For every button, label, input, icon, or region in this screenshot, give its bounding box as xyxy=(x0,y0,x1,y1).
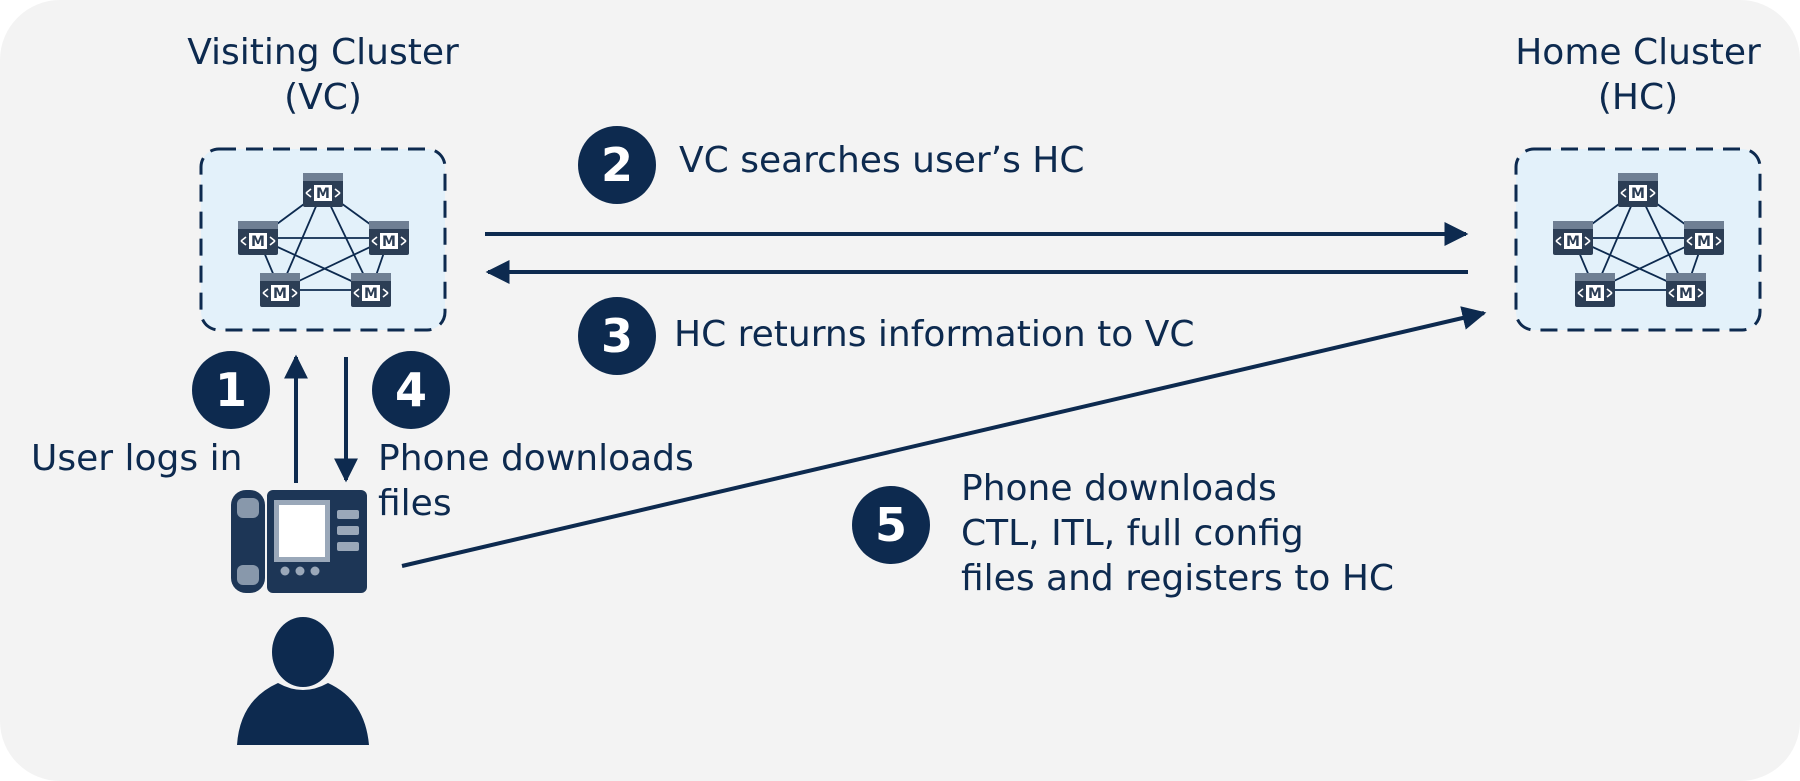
visiting-cluster-title-line1: Visiting Cluster xyxy=(187,32,459,73)
arrow-phone-to-hc xyxy=(401,306,1487,568)
cluster-server-icon xyxy=(1683,220,1725,256)
step-1-label: User logs in xyxy=(31,436,242,481)
home-cluster-box xyxy=(1514,147,1762,332)
step-1-text: User logs in xyxy=(31,438,243,479)
home-cluster-title-line2: (HC) xyxy=(1597,77,1679,118)
step-5-badge: 5 xyxy=(852,486,930,564)
cluster-server-icon xyxy=(1552,220,1594,256)
step-2-label: VC searches user’s HC xyxy=(679,138,1085,183)
step-1-badge: 1 xyxy=(192,351,270,429)
cluster-server-icon xyxy=(302,172,344,208)
step-2-text: VC searches user’s HC xyxy=(679,140,1085,181)
cluster-server-icon xyxy=(259,272,301,308)
step-2-badge: 2 xyxy=(578,126,656,204)
cluster-server-icon xyxy=(237,220,279,256)
step-4-text-line1: Phone downloads xyxy=(378,438,694,479)
visiting-cluster-box xyxy=(199,147,447,332)
step-5-text-line1: Phone downloads xyxy=(961,468,1277,509)
step-5-label: Phone downloads CTL, ITL, full config fi… xyxy=(961,466,1394,601)
step-3-badge: 3 xyxy=(578,297,656,375)
step-4-label: Phone downloads files xyxy=(378,436,694,526)
cluster-server-icon xyxy=(1617,172,1659,208)
ip-phone-icon xyxy=(231,490,367,593)
cluster-server-icon xyxy=(350,272,392,308)
visiting-cluster-title: Visiting Cluster (VC) xyxy=(173,30,473,120)
step-3-label: HC returns information to VC xyxy=(674,312,1195,357)
user-icon xyxy=(237,617,369,745)
step-5-text-line3: files and registers to HC xyxy=(961,558,1395,599)
cluster-server-icon xyxy=(1665,272,1707,308)
step-5-text-line2: CTL, ITL, full config xyxy=(961,513,1304,554)
cluster-server-icon xyxy=(1574,272,1616,308)
step-4-text-line2: files xyxy=(378,483,452,524)
step-3-text: HC returns information to VC xyxy=(674,314,1195,355)
step-4-badge: 4 xyxy=(372,351,450,429)
visiting-cluster-title-line2: (VC) xyxy=(284,77,362,118)
cluster-server-icon xyxy=(368,220,410,256)
home-cluster-title: Home Cluster (HC) xyxy=(1488,30,1788,120)
home-cluster-title-line1: Home Cluster xyxy=(1515,32,1761,73)
